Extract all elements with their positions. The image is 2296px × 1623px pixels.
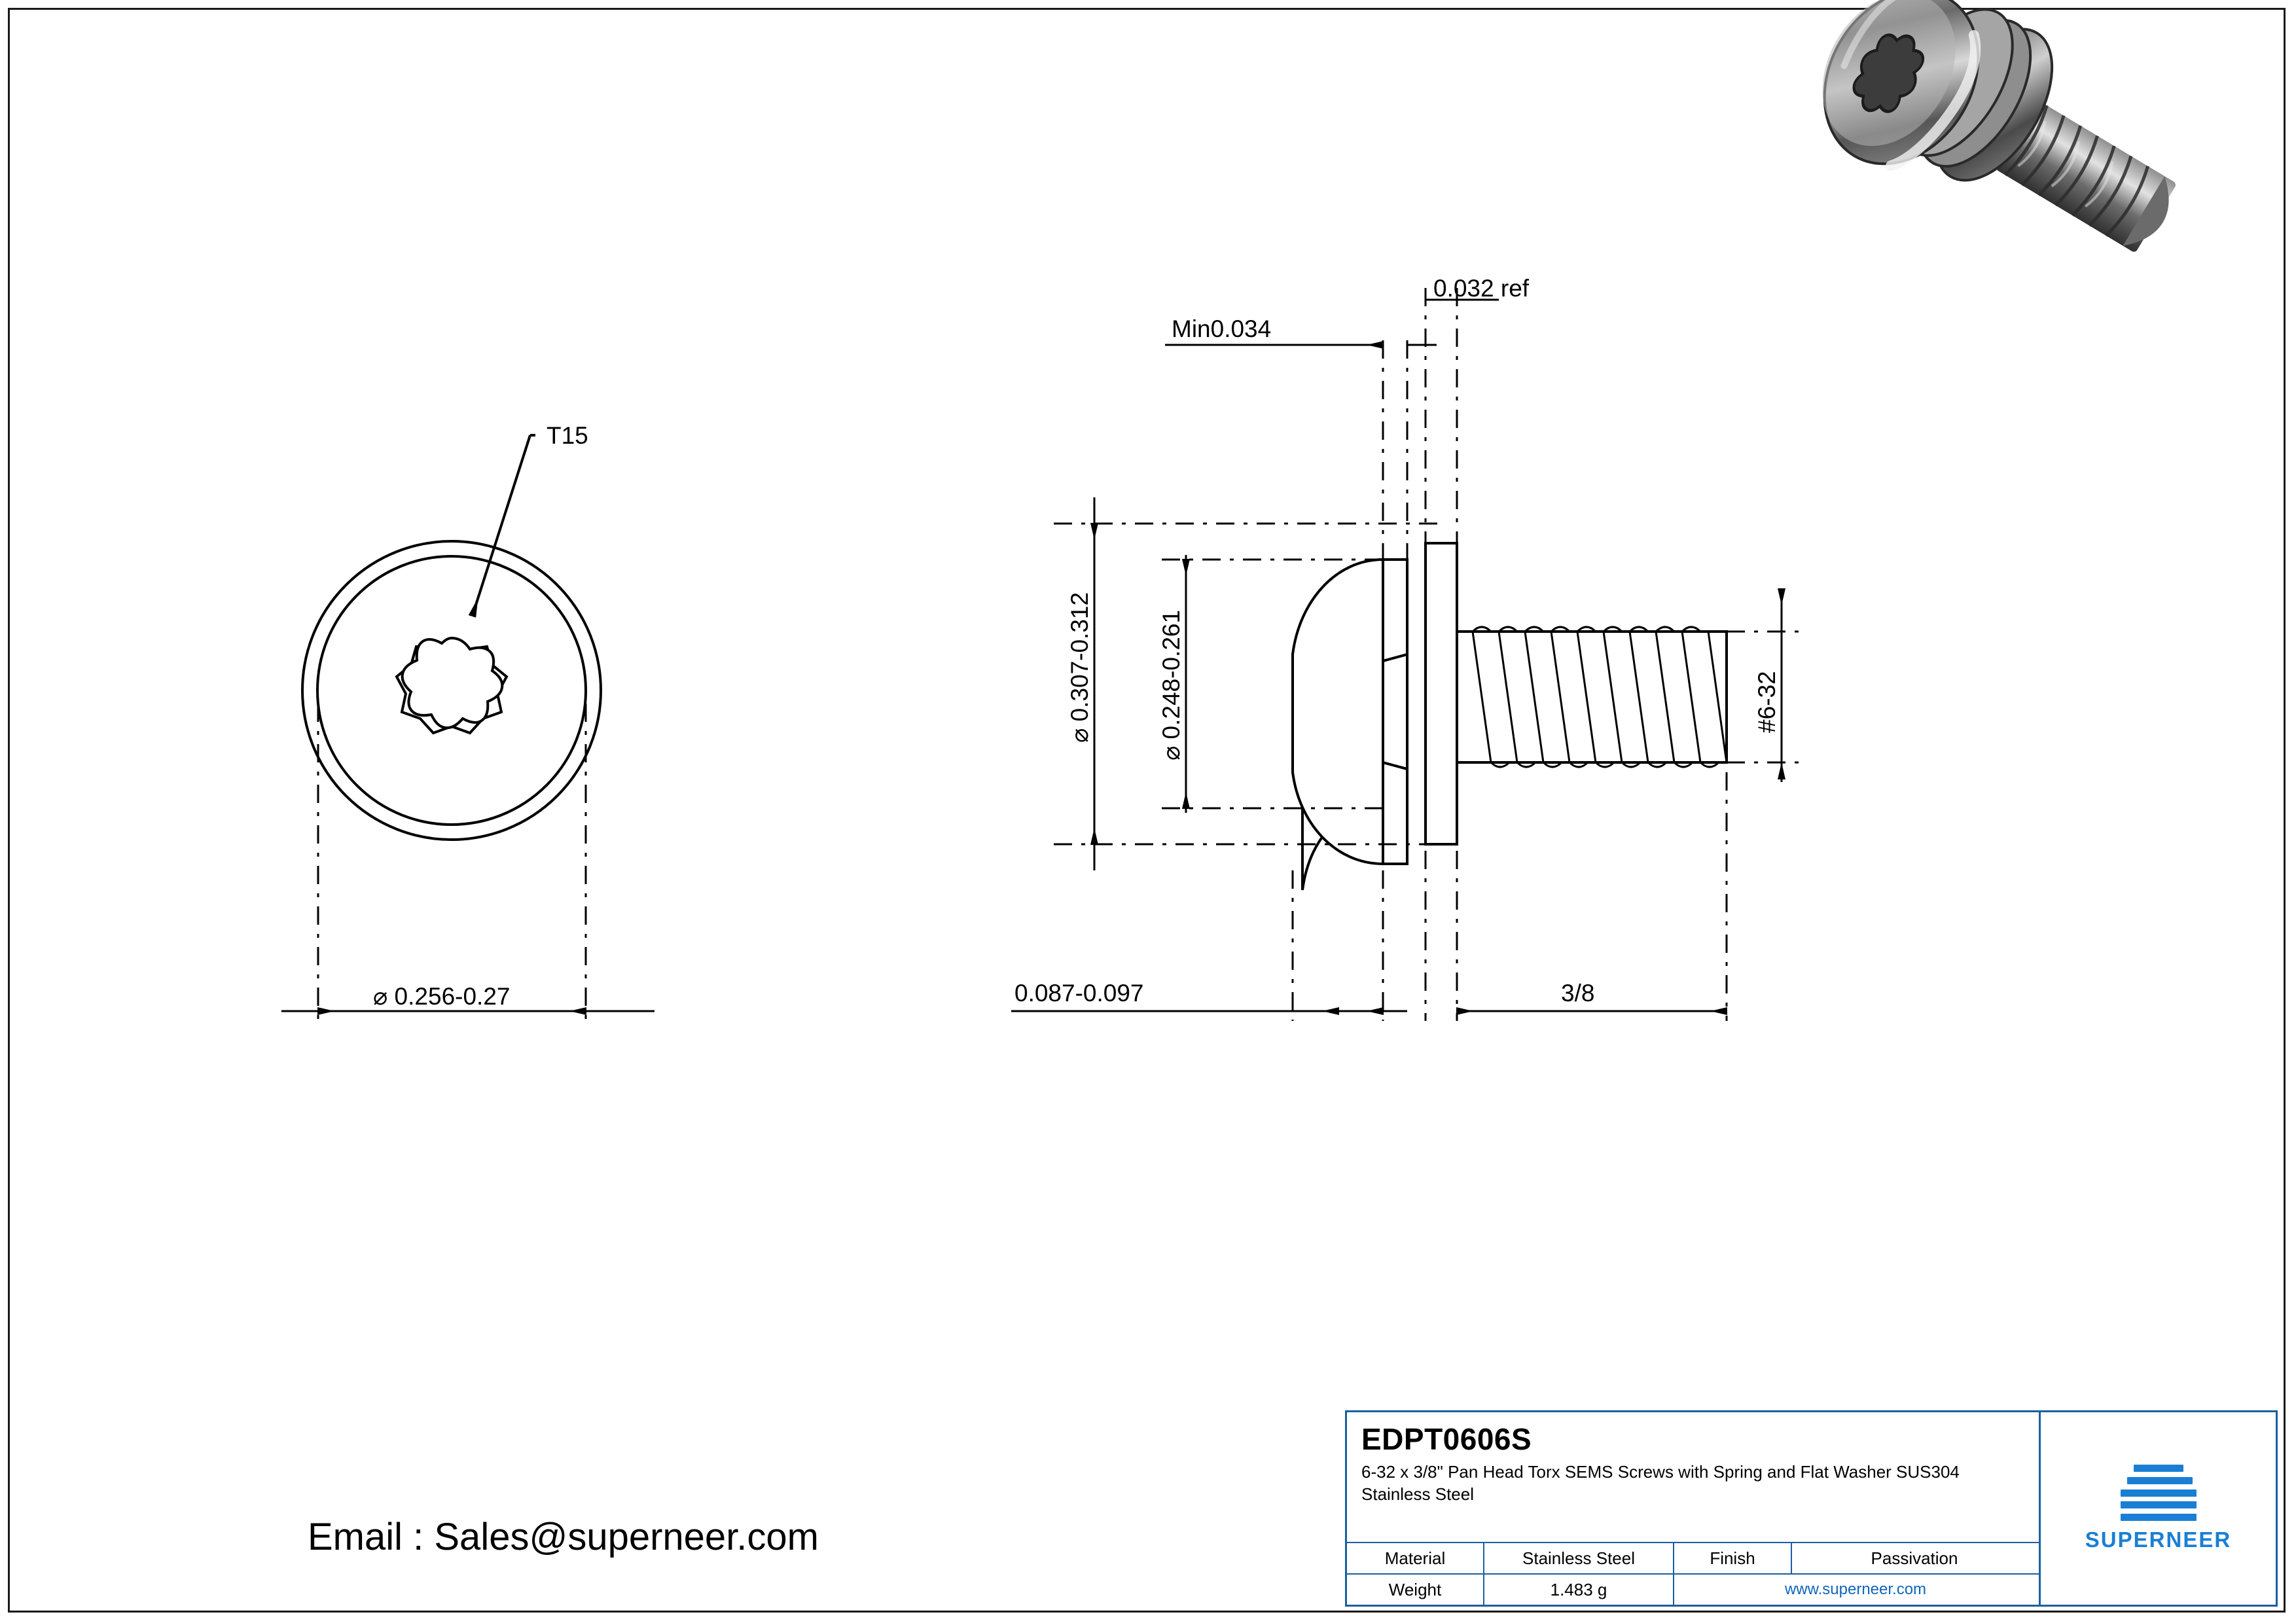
top-view-diameter-text: ⌀ 0.256-0.27 xyxy=(373,983,510,1010)
email-label: Email : Sales@superneer.com xyxy=(308,1516,819,1558)
screw-3d-render xyxy=(1822,0,2176,252)
head-diameter-text: ⌀ 0.248-0.261 xyxy=(1158,610,1185,760)
title-block: EDPT0606S 6-32 x 3/8" Pan Head Torx SEMS… xyxy=(1345,1410,2278,1607)
material-label: Material xyxy=(1347,1543,1484,1573)
finish-value: Passivation xyxy=(1871,1548,1958,1568)
thread-size-text: #6-32 xyxy=(1753,671,1780,733)
t15-leader xyxy=(468,434,535,618)
part-description: 6-32 x 3/8" Pan Head Torx SEMS Screws wi… xyxy=(1361,1462,1960,1505)
thread-profile xyxy=(1456,626,1728,768)
thread-size-dim xyxy=(1727,588,1806,782)
washer-thickness-text: 0.032 ref xyxy=(1433,275,1530,302)
website-link[interactable]: www.superneer.com xyxy=(1784,1580,1927,1598)
spec-table: Material Stainless Steel Finish Passivat… xyxy=(1347,1542,2039,1605)
bottom-dims xyxy=(1011,772,1728,1021)
length-text: 3/8 xyxy=(1561,980,1594,1007)
flat-washer-od-dim xyxy=(1054,497,1440,870)
washer-thickness-dim xyxy=(1424,288,1499,544)
title-block-left: EDPT0606S 6-32 x 3/8" Pan Head Torx SEMS… xyxy=(1347,1412,2041,1605)
flat-washer-od-text: ⌀ 0.307-0.312 xyxy=(1066,592,1093,743)
flat-washer-profile xyxy=(1424,542,1458,846)
logo-text: SUPERNEER xyxy=(2085,1527,2232,1552)
t15-label: T15 xyxy=(547,422,588,449)
table-row: Material Stainless Steel Finish Passivat… xyxy=(1347,1543,2039,1573)
weight-value: 1.483 g xyxy=(1484,1575,1674,1605)
min-thread-dim xyxy=(1165,340,1437,563)
logo-icon xyxy=(2120,1465,2197,1521)
screw-head-profile xyxy=(1291,558,1384,866)
min-thread-text: Min0.034 xyxy=(1172,315,1271,342)
top-view-diameter-dim xyxy=(281,704,655,1021)
spring-washer-profile xyxy=(1382,558,1408,865)
head-diameter-dim xyxy=(1162,555,1388,813)
head-height-text: 0.087-0.097 xyxy=(1014,980,1144,1007)
part-code: EDPT0606S xyxy=(1361,1422,1532,1456)
weight-label: Weight xyxy=(1347,1575,1484,1605)
material-value: Stainless Steel xyxy=(1484,1543,1674,1573)
sheet-border xyxy=(8,8,2286,1613)
torx-socket xyxy=(401,636,504,730)
finish-label: Finish xyxy=(1674,1543,1792,1573)
brand-logo: SUPERNEER xyxy=(2041,1412,2276,1605)
table-row: Weight 1.483 g www.superneer.com xyxy=(1347,1573,2039,1605)
